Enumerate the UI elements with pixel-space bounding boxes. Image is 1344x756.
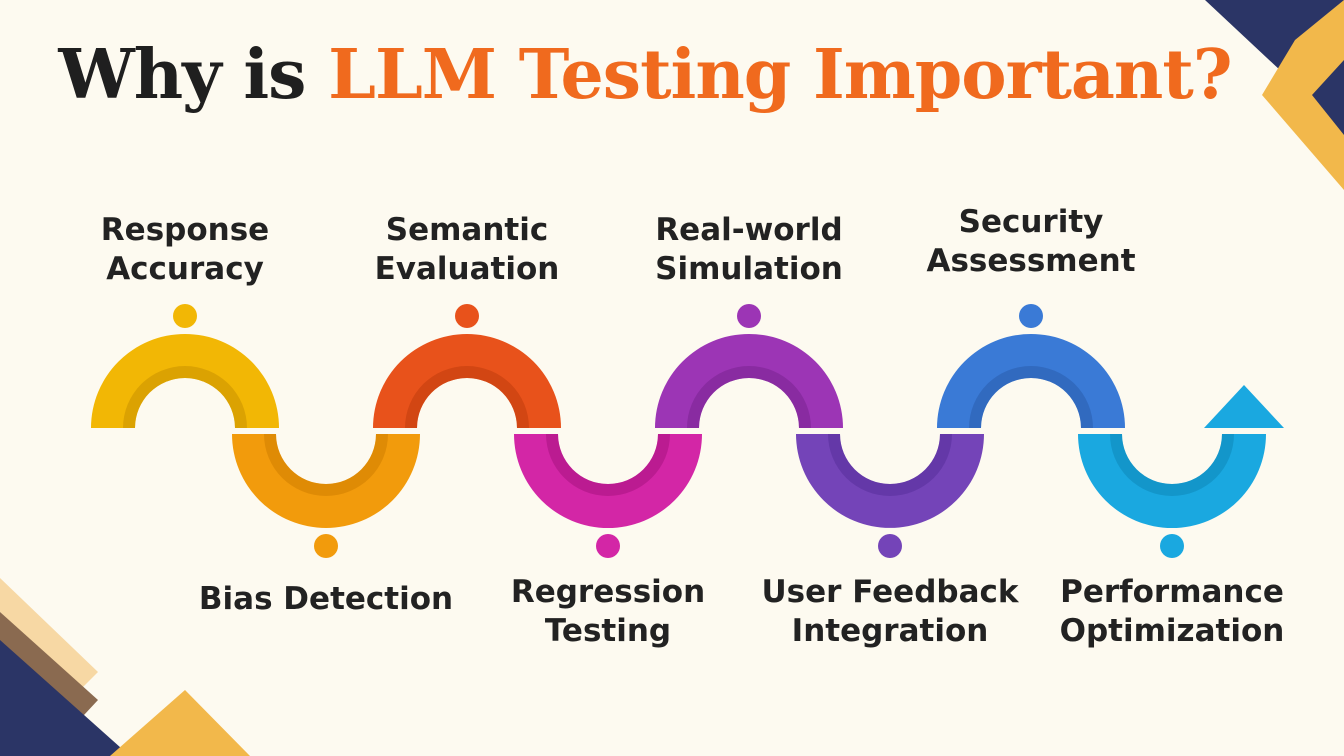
arrow-head	[1204, 385, 1284, 428]
wave-segment-2	[232, 434, 420, 558]
wave-segment-3	[373, 304, 561, 428]
step-label-1: Response Accuracy	[100, 212, 270, 287]
step-label-5: Real-world Simulation	[655, 212, 843, 287]
segment-inner-shade	[828, 434, 952, 496]
step-dot	[173, 304, 197, 328]
corner-brown-bottom-left	[0, 612, 98, 730]
segment-inner-shade	[1110, 434, 1234, 496]
corner-peach-bottom-left	[0, 578, 98, 690]
step-dot	[314, 534, 338, 558]
step-label-4: Regression Testing	[510, 574, 706, 649]
segment-inner-shade	[546, 434, 670, 496]
step-dot	[455, 304, 479, 328]
step-dot	[596, 534, 620, 558]
wave-segment-4	[514, 434, 702, 558]
segment-inner-shade	[405, 366, 529, 428]
step-label-6: User Feedback Integration	[761, 574, 1019, 649]
segment-inner-shade	[969, 366, 1093, 428]
corner-gold-top-right	[1262, 0, 1344, 190]
segment-inner-shade	[687, 366, 811, 428]
corner-navy-inner-top-right	[1312, 60, 1344, 135]
wave-segment-8	[1078, 434, 1266, 558]
step-dot	[737, 304, 761, 328]
step-label-2: Bias Detection	[198, 581, 454, 617]
wave-segment-5	[655, 304, 843, 428]
corner-navy-bottom-left	[0, 640, 130, 756]
step-dot	[1019, 304, 1043, 328]
step-label-3: Semantic Evaluation	[374, 212, 560, 287]
step-dot	[1160, 534, 1184, 558]
page-title: Why is LLM Testing Important?	[0, 38, 1290, 113]
wave-segment-7	[937, 304, 1125, 428]
wave-segment-1	[91, 304, 279, 428]
segment-inner-shade	[123, 366, 247, 428]
corner-gold-bottom-left	[110, 690, 250, 756]
step-label-7: Security Assessment	[926, 204, 1136, 279]
wave-segment-6	[796, 434, 984, 558]
segment-inner-shade	[264, 434, 388, 496]
title-highlight: LLM Testing Important?	[328, 35, 1232, 115]
step-label-8: Performance Optimization	[1059, 574, 1285, 649]
title-prefix: Why is	[58, 35, 306, 115]
step-dot	[878, 534, 902, 558]
